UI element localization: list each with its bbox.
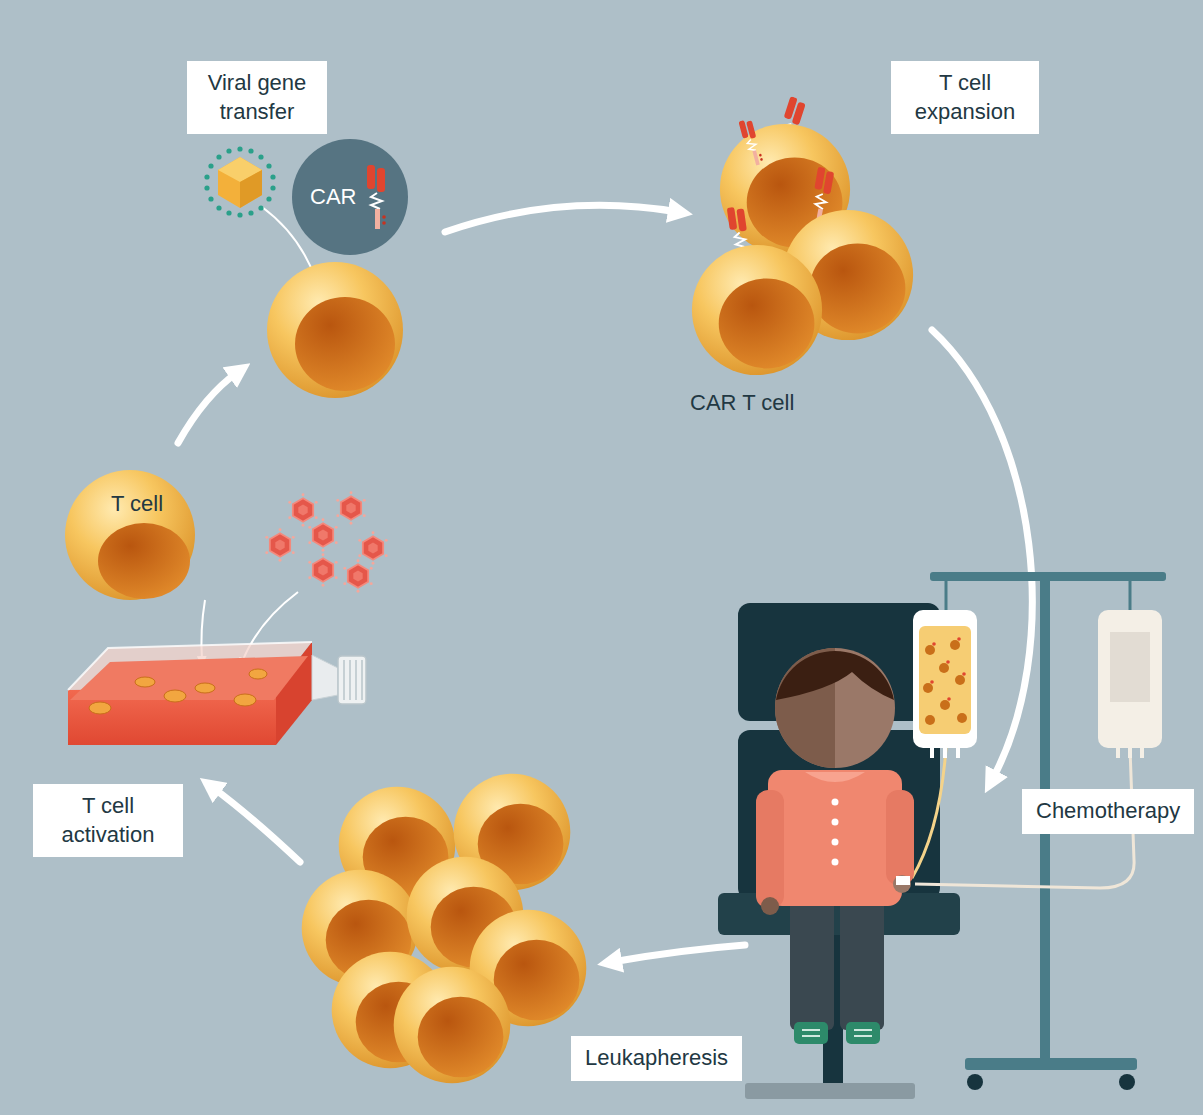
step-label: Viral gene transfer <box>187 61 327 134</box>
activation-particles <box>265 491 387 592</box>
flow-arrow <box>445 205 678 232</box>
node-text: T cell <box>111 491 163 517</box>
step-label: Leukapheresis <box>571 1036 742 1081</box>
flow-arrow <box>178 372 238 443</box>
step-label: Chemotherapy <box>1022 789 1194 834</box>
step-label: T cell expansion <box>891 61 1039 134</box>
node-text: T cell activation <box>47 792 169 849</box>
flow-arrow <box>612 945 745 962</box>
cell-nucleus <box>98 523 190 599</box>
car-receptor <box>738 118 763 167</box>
cycle-arrows <box>178 205 1032 962</box>
t-cell <box>267 262 403 398</box>
cell-bag <box>913 610 977 758</box>
node-text: T cell expansion <box>905 69 1025 126</box>
flow-arrow <box>212 787 300 862</box>
car-t-cells <box>692 96 913 375</box>
car-receptor <box>367 165 386 229</box>
viral-vector <box>204 146 275 217</box>
cell-label: CAR T cell <box>690 390 794 416</box>
cell-body <box>65 470 195 600</box>
node-text: Viral gene transfer <box>201 69 313 126</box>
step-label: T cell activation <box>33 784 183 857</box>
patient <box>756 648 914 1044</box>
node-text: Leukapheresis <box>585 1044 728 1073</box>
node-text: CAR <box>310 184 356 210</box>
car-inset: CAR <box>292 139 408 255</box>
t-cell-circle: T cell <box>64 469 196 601</box>
chemotherapy-bag <box>1098 610 1162 758</box>
collected-t-cells <box>302 774 587 1084</box>
node-text: Chemotherapy <box>1036 797 1180 826</box>
node-shape <box>64 469 196 601</box>
car-t-cell <box>692 245 822 375</box>
inset-circle <box>292 139 408 255</box>
culture-flask <box>68 642 366 745</box>
